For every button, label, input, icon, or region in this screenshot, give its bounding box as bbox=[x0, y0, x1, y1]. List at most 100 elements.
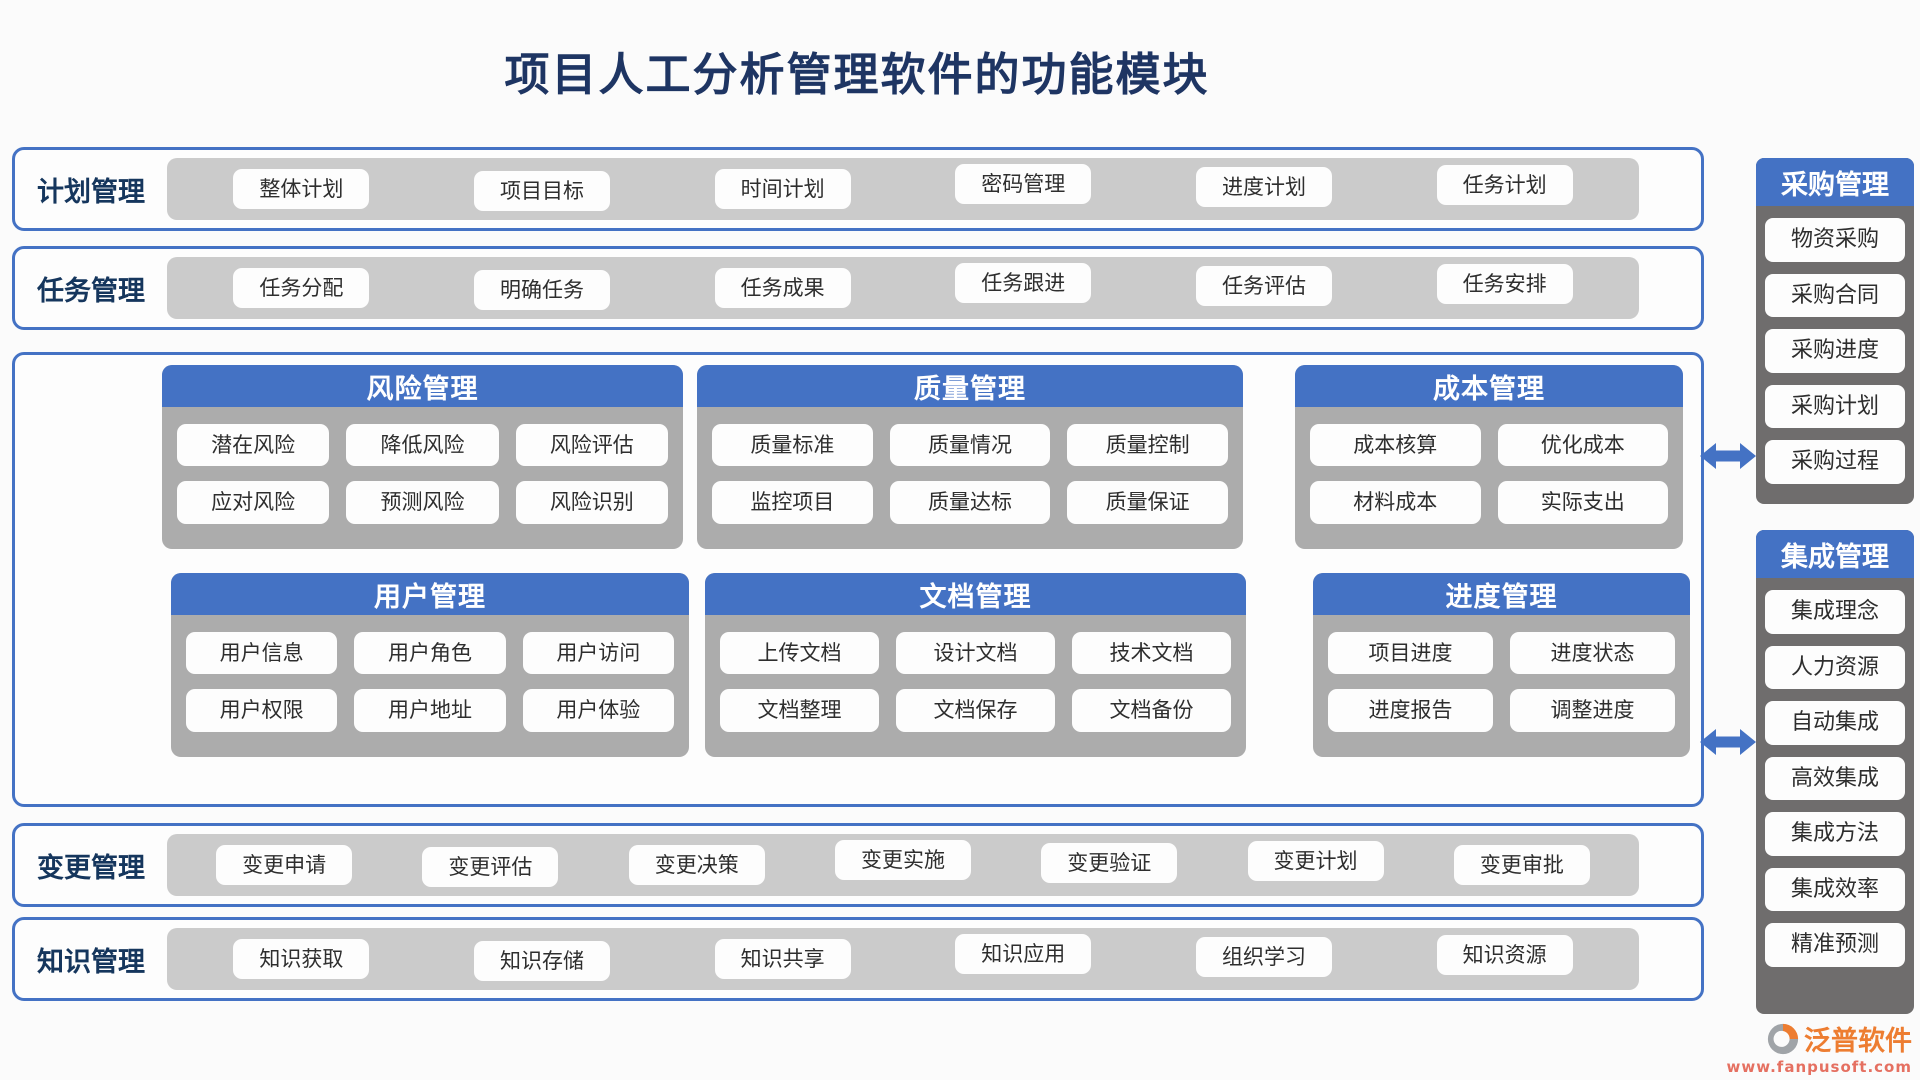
logo-text: 泛普软件 bbox=[1804, 1026, 1912, 1057]
module-title: 风险管理 bbox=[162, 365, 683, 407]
chip[interactable]: 进度状态 bbox=[1510, 632, 1675, 675]
chip[interactable]: 进度报告 bbox=[1328, 689, 1493, 732]
module-title: 进度管理 bbox=[1313, 573, 1690, 615]
chip[interactable]: 风险评估 bbox=[515, 424, 668, 467]
chip[interactable]: 成本核算 bbox=[1310, 424, 1481, 467]
page-title: 项目人工分析管理软件的功能模块 bbox=[504, 48, 1210, 101]
chip[interactable]: 任务成果 bbox=[714, 267, 851, 309]
chip[interactable]: 变更评估 bbox=[422, 846, 559, 888]
chip[interactable]: 组织学习 bbox=[1195, 936, 1332, 978]
band-change-management: 变更管理 变更申请 变更评估 变更决策 变更实施 变更验证 变更计划 变更审批 bbox=[12, 823, 1704, 907]
module-grid-container: 风险管理 潜在风险 降低风险 风险评估 应对风险 预测风险 风险识别 质量管理 … bbox=[12, 352, 1704, 807]
band-task-management: 任务管理 任务分配 明确任务 任务成果 任务跟进 任务评估 任务安排 bbox=[12, 246, 1704, 330]
band-label: 计划管理 bbox=[37, 176, 145, 208]
chip[interactable]: 采购计划 bbox=[1765, 384, 1905, 428]
band-bar: 知识获取 知识存储 知识共享 知识应用 组织学习 知识资源 bbox=[167, 928, 1639, 990]
band-label: 任务管理 bbox=[37, 275, 145, 307]
chip[interactable]: 进度计划 bbox=[1195, 166, 1332, 208]
chip[interactable]: 任务评估 bbox=[1195, 265, 1332, 307]
chip[interactable]: 变更申请 bbox=[216, 844, 353, 886]
band-bar: 整体计划 项目目标 时间计划 密码管理 进度计划 任务计划 bbox=[167, 158, 1639, 220]
chip[interactable]: 文档保存 bbox=[896, 689, 1055, 732]
chip[interactable]: 任务计划 bbox=[1436, 164, 1573, 206]
chip[interactable]: 人力资源 bbox=[1765, 645, 1905, 689]
chip[interactable]: 集成理念 bbox=[1765, 590, 1905, 634]
chip[interactable]: 知识存储 bbox=[473, 940, 610, 982]
chip[interactable]: 密码管理 bbox=[955, 163, 1092, 205]
module-title: 文档管理 bbox=[705, 573, 1246, 615]
chip[interactable]: 用户访问 bbox=[522, 632, 674, 675]
chip[interactable]: 变更决策 bbox=[628, 844, 765, 886]
chip[interactable]: 变更验证 bbox=[1041, 842, 1178, 884]
chip[interactable]: 高效集成 bbox=[1765, 756, 1905, 800]
chip[interactable]: 潜在风险 bbox=[177, 424, 330, 467]
chip[interactable]: 质量保证 bbox=[1067, 481, 1228, 524]
chip[interactable]: 风险识别 bbox=[515, 481, 668, 524]
chip[interactable]: 自动集成 bbox=[1765, 701, 1905, 745]
chip[interactable]: 任务跟进 bbox=[955, 262, 1092, 304]
chip[interactable]: 质量控制 bbox=[1067, 424, 1228, 467]
chip[interactable]: 变更实施 bbox=[834, 839, 971, 881]
chip[interactable]: 采购合同 bbox=[1765, 273, 1905, 317]
band-plan-management: 计划管理 整体计划 项目目标 时间计划 密码管理 进度计划 任务计划 bbox=[12, 147, 1704, 231]
module-progress-management: 进度管理 项目进度 进度状态 进度报告 调整进度 bbox=[1313, 573, 1690, 757]
chip[interactable]: 质量达标 bbox=[889, 481, 1051, 524]
chip[interactable]: 整体计划 bbox=[233, 168, 370, 210]
chip[interactable]: 变更审批 bbox=[1453, 844, 1590, 886]
chip[interactable]: 实际支出 bbox=[1497, 481, 1668, 524]
chip[interactable]: 知识应用 bbox=[955, 933, 1092, 975]
band-bar: 任务分配 明确任务 任务成果 任务跟进 任务评估 任务安排 bbox=[167, 257, 1639, 319]
module-quality-management: 质量管理 质量标准 质量情况 质量控制 监控项目 质量达标 质量保证 bbox=[697, 365, 1243, 549]
chip[interactable]: 调整进度 bbox=[1510, 689, 1675, 732]
chip[interactable]: 优化成本 bbox=[1497, 424, 1668, 467]
chip[interactable]: 用户地址 bbox=[354, 689, 506, 732]
chip[interactable]: 项目进度 bbox=[1328, 632, 1493, 675]
chip[interactable]: 采购进度 bbox=[1765, 329, 1905, 373]
chip[interactable]: 集成方法 bbox=[1765, 812, 1905, 856]
double-arrow-icon bbox=[1699, 440, 1757, 472]
chip[interactable]: 质量标准 bbox=[712, 424, 873, 467]
double-arrow-icon bbox=[1699, 726, 1757, 758]
band-knowledge-management: 知识管理 知识获取 知识存储 知识共享 知识应用 组织学习 知识资源 bbox=[12, 917, 1704, 1001]
band-bar: 变更申请 变更评估 变更决策 变更实施 变更验证 变更计划 变更审批 bbox=[167, 834, 1639, 896]
module-title: 质量管理 bbox=[697, 365, 1243, 407]
sidebar-title: 采购管理 bbox=[1756, 158, 1914, 206]
module-title: 用户管理 bbox=[171, 573, 689, 615]
band-label: 知识管理 bbox=[37, 946, 145, 978]
chip[interactable]: 用户信息 bbox=[186, 632, 338, 675]
chip[interactable]: 用户角色 bbox=[354, 632, 506, 675]
chip[interactable]: 知识资源 bbox=[1436, 934, 1573, 976]
module-cost-management: 成本管理 成本核算 优化成本 材料成本 实际支出 bbox=[1295, 365, 1683, 549]
chip[interactable]: 时间计划 bbox=[714, 168, 851, 210]
chip[interactable]: 上传文档 bbox=[720, 632, 879, 675]
chip[interactable]: 知识获取 bbox=[233, 938, 370, 980]
chip[interactable]: 项目目标 bbox=[473, 170, 610, 212]
chip[interactable]: 集成效率 bbox=[1765, 867, 1905, 911]
chip[interactable]: 精准预测 bbox=[1765, 923, 1905, 967]
chip[interactable]: 应对风险 bbox=[177, 481, 330, 524]
chip[interactable]: 监控项目 bbox=[712, 481, 873, 524]
chip[interactable]: 降低风险 bbox=[346, 424, 499, 467]
chip[interactable]: 技术文档 bbox=[1072, 632, 1231, 675]
chip[interactable]: 明确任务 bbox=[473, 269, 610, 311]
chip[interactable]: 知识共享 bbox=[714, 938, 851, 980]
chip[interactable]: 任务分配 bbox=[233, 267, 370, 309]
chip[interactable]: 文档备份 bbox=[1072, 689, 1231, 732]
chip[interactable]: 设计文档 bbox=[896, 632, 1055, 675]
module-user-management: 用户管理 用户信息 用户角色 用户访问 用户权限 用户地址 用户体验 bbox=[171, 573, 689, 757]
chip[interactable]: 文档整理 bbox=[720, 689, 879, 732]
chip[interactable]: 用户权限 bbox=[186, 689, 338, 732]
chip[interactable]: 用户体验 bbox=[522, 689, 674, 732]
fanpu-logo-icon bbox=[1766, 1022, 1800, 1056]
chip[interactable]: 任务安排 bbox=[1436, 263, 1573, 305]
sidebar-integration-management: 集成管理 集成理念 人力资源 自动集成 高效集成 集成方法 集成效率 精准预测 bbox=[1756, 530, 1914, 1014]
chip[interactable]: 质量情况 bbox=[889, 424, 1051, 467]
chip[interactable]: 采购过程 bbox=[1765, 440, 1905, 484]
sidebar-procurement-management: 采购管理 物资采购 采购合同 采购进度 采购计划 采购过程 bbox=[1756, 158, 1914, 504]
module-risk-management: 风险管理 潜在风险 降低风险 风险评估 应对风险 预测风险 风险识别 bbox=[162, 365, 683, 549]
chip[interactable]: 材料成本 bbox=[1310, 481, 1481, 524]
chip[interactable]: 变更计划 bbox=[1247, 840, 1384, 882]
chip[interactable]: 物资采购 bbox=[1765, 218, 1905, 262]
chip[interactable]: 预测风险 bbox=[346, 481, 499, 524]
sidebar-title: 集成管理 bbox=[1756, 530, 1914, 578]
